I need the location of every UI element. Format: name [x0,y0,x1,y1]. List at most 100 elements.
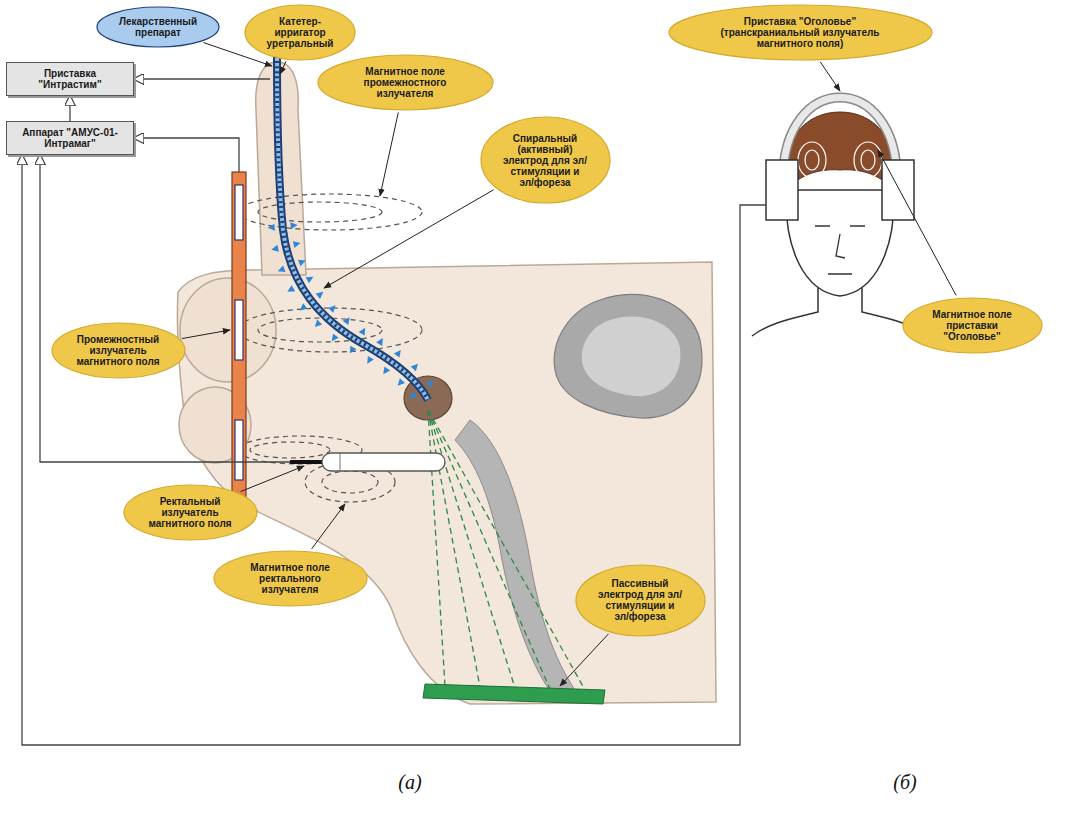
leader-line [380,112,398,196]
leader-line [312,504,345,549]
field-arrow [329,334,339,344]
node-text: Приставка "Интрастим" [12,68,128,90]
field-arrow [267,224,275,232]
emitter-window [235,300,243,360]
face [786,190,894,296]
torso-outline [177,262,716,704]
callout-ellipse: Магнитное поле ректального излучателя [213,550,368,607]
field-arrow [426,378,436,388]
device-box: Приставка "Интрастим" [6,62,134,96]
field-arrow [411,361,421,371]
node-text: Аппарат "АМУС-01-Интрамаг" [12,127,128,149]
headband [783,98,897,181]
rectal-emitter [290,453,445,471]
figure-label: (б) [893,771,916,794]
field-line [798,142,826,178]
field-arrow [306,274,316,284]
callout-ellipse-shape [318,55,493,110]
leader-line [820,62,840,91]
callout-ellipse: Приставка "Оголовье" (транскраниальный и… [668,4,933,61]
field-arrow [364,356,374,366]
field-line [805,150,819,170]
field-arrow [328,303,338,313]
callout-ellipse-shape [903,298,1042,353]
cable-line [134,138,239,172]
field-line [861,150,875,170]
field-arrow [376,336,386,346]
perineal-emitter [232,172,246,520]
callout-ellipse-shape [245,5,355,60]
leader-line [182,330,230,339]
field-arrow [395,378,405,388]
leader-line [241,466,304,492]
head-field-lines [798,142,882,178]
callout-ellipse: Магнитное поле приставки "Оголовье" [902,297,1043,354]
field-arrow [380,366,390,376]
current-line [428,410,480,687]
field-line [250,442,330,458]
leader-line [324,190,494,288]
callout-ellipse: Промежностный излучатель магнитного поля [51,322,186,379]
scrotum [180,278,276,382]
field-arrow [316,289,326,299]
headband-inner [783,98,897,181]
node-text: Магнитное поле промежностного излучателя [346,66,464,99]
current-line [428,410,585,690]
callout-ellipse: Пассивный электрод для эл/стимуляции и э… [575,564,706,637]
callout-ellipse: Катетер-ирригатор уретральный [244,4,356,61]
node-text: Магнитное поле ректального излучателя [239,562,341,595]
leader-line [878,150,956,295]
field-line [238,308,422,352]
emitter-body [322,453,445,471]
node-text: Магнитное поле приставки "Оголовье" [926,309,1018,342]
field-arrow [298,303,308,313]
head-figure [752,98,928,337]
callout-ellipse-shape [52,323,185,378]
field-arrow [347,346,357,356]
cable-line [40,155,290,462]
current-lines [428,410,585,690]
figure-label: (а) [398,771,421,794]
field-arrow [298,257,307,266]
rectum [455,420,575,694]
field-arrow [407,392,417,402]
ear-cup [766,160,798,220]
current-line [428,410,445,686]
current-line [428,410,550,689]
field-arrow [343,315,353,325]
emitter-bar [232,172,246,520]
field-arrow [293,240,301,248]
node-text: Лекарственный препарат [118,16,198,38]
cable-line [134,78,270,79]
leader-line [280,62,286,74]
passive-electrode-plate [423,684,605,704]
ear-cup [882,160,914,220]
node-text: Промежностный излучатель магнитного поля [74,334,162,367]
callout-ellipse-shape [576,565,705,636]
field-line [258,318,382,342]
field-line [322,471,378,493]
leader-line [560,634,608,686]
field-arrow [359,326,369,336]
field-arrow [286,285,296,295]
callout-ellipse: Ректальный излучатель магнитного поля [123,484,258,541]
emitter-cable [290,460,322,464]
field-arrow [276,265,285,274]
callout-ellipse-shape [669,5,932,60]
emitter-window [235,185,243,240]
field-line [258,202,382,222]
node-text: Приставка "Оголовье" (транскраниальный и… [710,16,890,49]
field-arrow [290,222,298,230]
leader-lines [182,43,956,686]
node-text: Катетер-ирригатор уретральный [264,16,336,49]
cables [22,79,766,745]
callout-ellipse: Магнитное поле промежностного излучателя [317,54,494,111]
callout-ellipse-shape [124,485,257,540]
field-arrow [271,245,279,253]
cable-line [22,155,766,745]
callout-ellipse-shape [214,551,367,606]
field-line [854,142,882,178]
field-line [238,194,422,230]
